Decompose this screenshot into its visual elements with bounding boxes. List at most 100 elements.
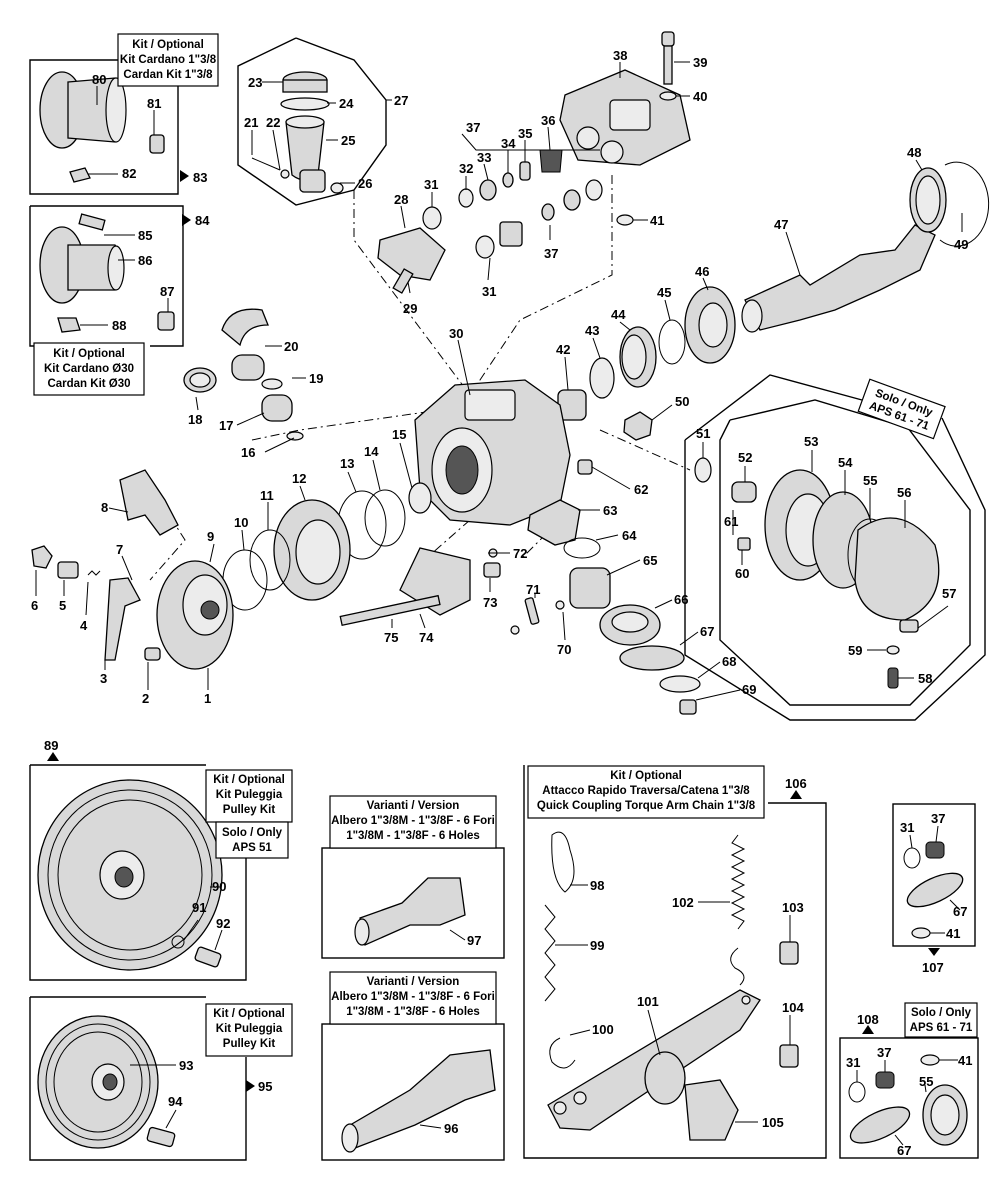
part-number: 48	[907, 145, 921, 160]
part-number: 103	[782, 900, 804, 915]
part-number: 67	[953, 904, 967, 919]
svg-text:Solo / Only: Solo / Only	[911, 1007, 972, 1019]
part-number: 67	[700, 624, 714, 639]
part-number: 65	[643, 553, 657, 568]
part-number: 64	[622, 528, 637, 543]
part-number: 105	[762, 1115, 784, 1130]
part-number: 26	[358, 176, 372, 191]
part-number: 31	[482, 284, 496, 299]
part-number: 82	[122, 166, 136, 181]
svg-text:Kit / Optional: Kit / Optional	[213, 774, 285, 786]
part-number: 8	[101, 500, 108, 515]
part-number: 38	[613, 48, 627, 63]
svg-text:Kit Puleggia: Kit Puleggia	[216, 789, 283, 801]
part-number: 52	[738, 450, 752, 465]
part-number: 88	[112, 318, 126, 333]
part-number: 18	[188, 412, 202, 427]
part-number: 24	[339, 96, 354, 111]
part-number: 91	[192, 900, 206, 915]
part-number: 50	[675, 394, 689, 409]
part-number: 56	[897, 485, 911, 500]
part-number: 73	[483, 595, 497, 610]
part-number: 27	[394, 93, 408, 108]
part-number: 99	[590, 938, 604, 953]
part-number: 13	[340, 456, 354, 471]
svg-text:1"3/8M - 1"3/8F - 6 Holes: 1"3/8M - 1"3/8F - 6 Holes	[346, 830, 480, 842]
part-number: 23	[248, 75, 262, 90]
part-number: 2	[142, 691, 149, 706]
part-number: 89	[44, 738, 58, 753]
part-number: 71	[526, 582, 540, 597]
part-number: 25	[341, 133, 355, 148]
svg-text:Varianti / Version: Varianti / Version	[367, 800, 460, 812]
part-number: 57	[942, 586, 956, 601]
part-number: 102	[672, 895, 694, 910]
part-number: 7	[116, 542, 123, 557]
kit-label-solo-aps-61-71-b: Solo / Only APS 61 - 71	[904, 1002, 978, 1038]
part-number: 40	[693, 89, 707, 104]
part-number: 55	[919, 1074, 933, 1089]
part-number: 19	[309, 371, 323, 386]
svg-text:Kit Puleggia: Kit Puleggia	[216, 1023, 283, 1035]
part-number: 70	[557, 642, 571, 657]
kit-label-pulley-2: Kit / Optional Kit Puleggia Pulley Kit	[205, 1003, 293, 1057]
variant-label-2: Varianti / Version Albero 1"3/8M - 1"3/8…	[329, 971, 497, 1025]
part-number: 21	[244, 115, 258, 130]
kit-label-aps-51: Solo / Only APS 51	[215, 821, 289, 859]
part-number: 5	[59, 598, 66, 613]
part-number: 62	[634, 482, 648, 497]
part-number: 20	[284, 339, 298, 354]
part-number: 94	[168, 1094, 183, 1109]
part-number: 86	[138, 253, 152, 268]
part-number: 92	[216, 916, 230, 931]
part-number: 17	[219, 418, 233, 433]
part-number: 14	[364, 444, 379, 459]
part-number: 42	[556, 342, 570, 357]
part-number: 84	[195, 213, 210, 228]
svg-text:Quick Coupling Torque Arm Chai: Quick Coupling Torque Arm Chain 1"3/8	[537, 800, 756, 812]
kit-label-pulley-1: Kit / Optional Kit Puleggia Pulley Kit	[205, 769, 293, 823]
part-number: 90	[212, 879, 226, 894]
svg-text:Attacco Rapido Traversa/Catena: Attacco Rapido Traversa/Catena 1"3/8	[542, 785, 750, 797]
part-number: 29	[403, 301, 417, 316]
part-number: 66	[674, 592, 688, 607]
part-number: 54	[838, 455, 853, 470]
part-number: 74	[419, 630, 434, 645]
svg-text:Albero 1"3/8M - 1"3/8F - 6 For: Albero 1"3/8M - 1"3/8F - 6 Fori	[331, 991, 495, 1003]
part-number: 85	[138, 228, 152, 243]
part-number: 96	[444, 1121, 458, 1136]
part-number: 6	[31, 598, 38, 613]
part-number: 41	[650, 213, 664, 228]
part-number: 10	[234, 515, 248, 530]
part-number: 34	[501, 136, 516, 151]
part-number: 81	[147, 96, 161, 111]
part-number: 3	[100, 671, 107, 686]
part-number: 98	[590, 878, 604, 893]
part-number: 87	[160, 284, 174, 299]
svg-text:Albero 1"3/8M - 1"3/8F - 6 For: Albero 1"3/8M - 1"3/8F - 6 Fori	[331, 815, 495, 827]
part-number: 104	[782, 1000, 804, 1015]
svg-text:Kit / Optional: Kit / Optional	[132, 39, 204, 51]
svg-text:Cardan Kit 1"3/8: Cardan Kit 1"3/8	[123, 69, 213, 81]
leader-lines	[35, 61, 963, 1146]
part-number: 95	[258, 1079, 272, 1094]
part-number: 33	[477, 150, 491, 165]
part-number: 67	[897, 1143, 911, 1158]
part-number: 39	[693, 55, 707, 70]
svg-text:Kit Cardano Ø30: Kit Cardano Ø30	[44, 363, 134, 375]
part-number: 59	[848, 643, 862, 658]
part-number: 53	[804, 434, 818, 449]
part-number: 44	[611, 307, 626, 322]
kit-label-quick-coupling: Kit / Optional Attacco Rapido Traversa/C…	[527, 765, 765, 819]
group-markers	[47, 170, 940, 1092]
part-number: 108	[857, 1012, 879, 1027]
part-number: 72	[513, 546, 527, 561]
part-number: 16	[241, 445, 255, 460]
part-number: 68	[722, 654, 736, 669]
part-number: 100	[592, 1022, 614, 1037]
part-number: 60	[735, 566, 749, 581]
part-number: 31	[900, 820, 914, 835]
part-number: 41	[958, 1053, 972, 1068]
part-number: 37	[544, 246, 558, 261]
